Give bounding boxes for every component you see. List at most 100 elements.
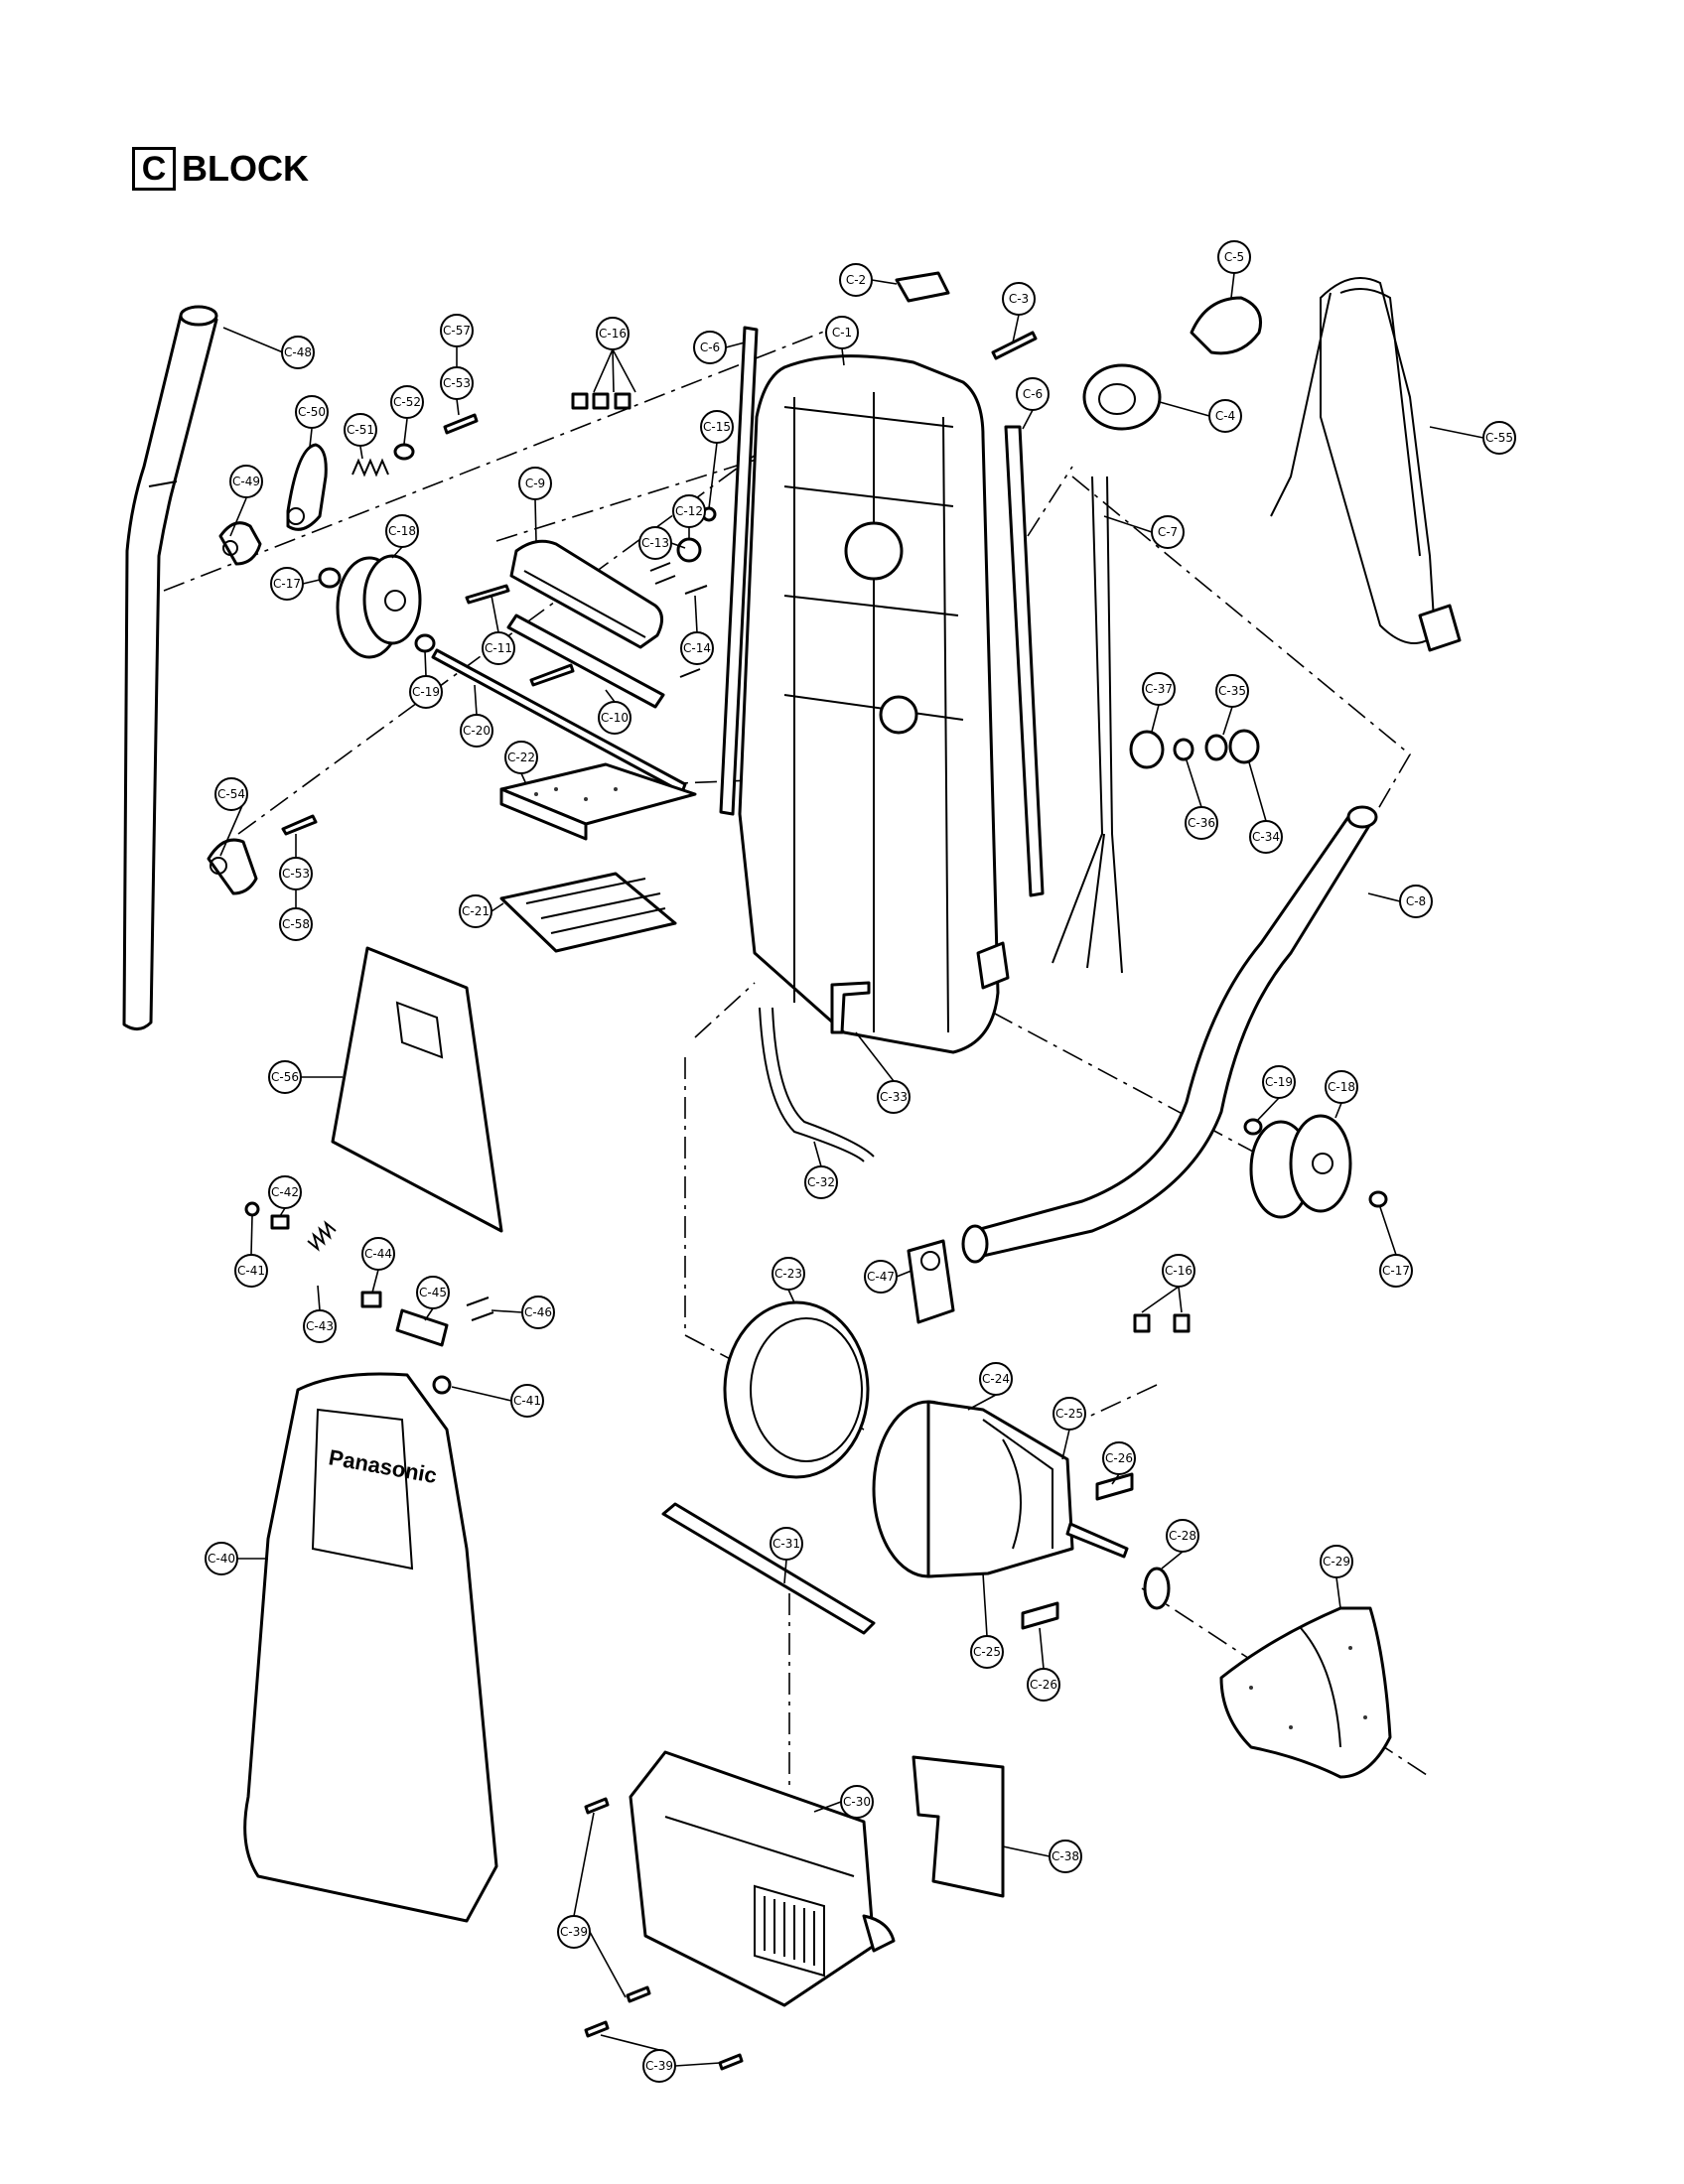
callout-text: C-26: [1030, 1678, 1057, 1692]
callout-c-11: C-11: [482, 631, 515, 665]
callout-text: C-29: [1323, 1555, 1350, 1569]
callout-c-18: C-18: [385, 514, 419, 548]
callout-c-6: C-6: [693, 331, 727, 364]
lower-handle-knob: [207, 814, 318, 895]
caps-set-top: [571, 392, 632, 410]
callout-text: C-22: [507, 751, 535, 764]
callout-c-36: C-36: [1185, 806, 1218, 840]
motor-filter-part: [1219, 1606, 1392, 1779]
callout-c-40: C-40: [205, 1542, 238, 1575]
callout-text: C-18: [1328, 1080, 1355, 1094]
callout-c-2: C-2: [839, 263, 873, 297]
callout-c-25: C-25: [970, 1635, 1004, 1669]
callout-text: C-16: [1165, 1264, 1193, 1278]
callout-c-16: C-16: [596, 317, 630, 350]
callout-c-15: C-15: [700, 410, 734, 444]
callout-c-39: C-39: [642, 2049, 676, 2083]
callout-c-29: C-29: [1320, 1545, 1353, 1578]
callout-text: C-49: [232, 475, 260, 488]
callout-text: C-18: [388, 524, 416, 538]
front-cover-part: Panasonic: [243, 1372, 498, 1923]
callout-text: C-6: [1023, 387, 1043, 401]
callout-text: C-23: [774, 1267, 802, 1281]
callout-text: C-54: [217, 787, 245, 801]
callout-c-10: C-10: [598, 701, 632, 735]
callout-c-6: C-6: [1016, 377, 1050, 411]
exhaust-bar-part: [661, 1502, 876, 1635]
callout-c-9: C-9: [518, 467, 552, 500]
callout-c-41: C-41: [510, 1384, 544, 1418]
callout-c-16: C-16: [1162, 1254, 1195, 1288]
callout-c-33: C-33: [877, 1080, 911, 1114]
callout-text: C-41: [237, 1264, 265, 1278]
callout-text: C-43: [306, 1319, 334, 1333]
bottom-housing-part: [629, 1750, 896, 2007]
callout-c-17: C-17: [270, 567, 304, 601]
callout-c-7: C-7: [1151, 515, 1185, 549]
callout-text: C-57: [443, 324, 471, 338]
callout-text: C-10: [601, 711, 629, 725]
callout-c-55: C-55: [1482, 421, 1516, 455]
callout-text: C-53: [443, 376, 471, 390]
caps-set-bottom: [1133, 1313, 1191, 1333]
callout-text: C-45: [419, 1286, 447, 1299]
callout-c-37: C-37: [1142, 672, 1176, 706]
motor-seal-ring: [723, 1300, 870, 1479]
callout-c-39: C-39: [557, 1915, 591, 1949]
callout-text: C-58: [282, 917, 310, 931]
callout-c-14: C-14: [680, 631, 714, 665]
callout-text: C-15: [703, 420, 731, 434]
callout-text: C-25: [1055, 1407, 1083, 1421]
callout-c-30: C-30: [840, 1785, 874, 1819]
block-title: C BLOCK: [132, 147, 309, 191]
main-body-frame-part: [738, 354, 1010, 1054]
callout-c-38: C-38: [1049, 1840, 1082, 1873]
callout-text: C-7: [1158, 525, 1178, 539]
callout-c-45: C-45: [416, 1276, 450, 1309]
latch-hardware: [244, 1201, 494, 1395]
callout-c-17: C-17: [1379, 1254, 1413, 1288]
callout-text: C-20: [463, 724, 491, 738]
callout-text: C-6: [700, 341, 720, 354]
callout-text: C-1: [832, 326, 852, 340]
callout-text: C-14: [683, 641, 711, 655]
callout-text: C-32: [807, 1175, 835, 1189]
callout-text: C-16: [599, 327, 627, 341]
callout-c-19: C-19: [409, 675, 443, 709]
callout-text: C-17: [1382, 1264, 1410, 1278]
bottom-screws: [584, 1797, 744, 2071]
callout-text: C-26: [1105, 1451, 1133, 1465]
bearing-set: [1129, 729, 1260, 769]
power-cord-part: [1270, 277, 1462, 652]
callout-c-54: C-54: [214, 777, 248, 811]
callout-c-13: C-13: [638, 526, 672, 560]
callout-c-42: C-42: [268, 1175, 302, 1209]
callout-text: C-53: [282, 867, 310, 881]
callout-text: C-48: [284, 345, 312, 359]
callout-text: C-17: [273, 577, 301, 591]
callout-text: C-5: [1224, 250, 1244, 264]
motor-assembly-part: [872, 1400, 1171, 1630]
callout-c-51: C-51: [344, 413, 377, 447]
callout-c-31: C-31: [770, 1527, 803, 1561]
callout-text: C-3: [1009, 292, 1029, 306]
callout-c-53: C-53: [279, 857, 313, 890]
callout-c-20: C-20: [460, 714, 493, 748]
callout-text: C-41: [513, 1394, 541, 1408]
callout-text: C-51: [347, 423, 374, 437]
callout-text: C-8: [1406, 894, 1426, 908]
rear-wheel-assembly-left: [318, 554, 687, 794]
filter-cover-part: [331, 946, 503, 1233]
callout-c-5: C-5: [1217, 240, 1251, 274]
cord-holder-parts: [1082, 296, 1262, 431]
callout-c-26: C-26: [1102, 1441, 1136, 1475]
callout-c-28: C-28: [1166, 1519, 1199, 1553]
callout-c-50: C-50: [295, 395, 329, 429]
callout-c-25: C-25: [1052, 1397, 1086, 1431]
callout-text: C-56: [271, 1070, 299, 1084]
callout-text: C-30: [843, 1795, 871, 1809]
callout-labels: C-1C-2C-3C-4C-5C-6C-6C-7C-8C-9C-10C-11C-…: [205, 240, 1516, 2083]
callout-text: C-38: [1052, 1849, 1079, 1863]
callout-text: C-2: [846, 273, 866, 287]
